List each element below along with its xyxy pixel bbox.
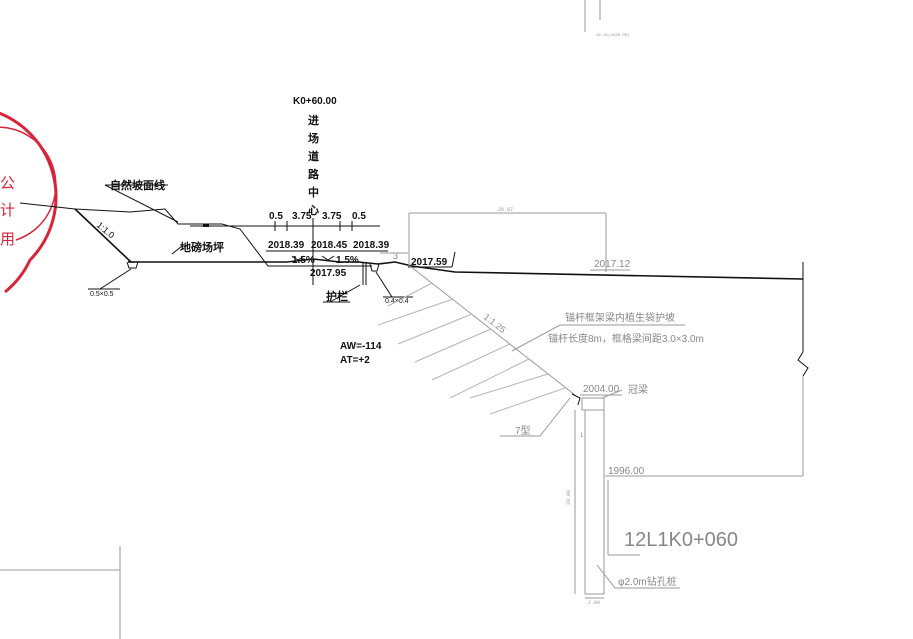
right-ditch xyxy=(369,263,380,272)
cap-beam xyxy=(581,397,605,411)
center-elevation: 2018.45 xyxy=(311,240,348,251)
stamp-char: 公 xyxy=(0,175,15,192)
shoulder-elevation: 2017.59 xyxy=(411,257,448,268)
anchor-frame-title: 锚杆框架梁内植生袋护坡 xyxy=(565,311,675,324)
type-leader xyxy=(500,397,571,437)
anchor-rod xyxy=(431,343,511,381)
official-stamp: 公 计 用 xyxy=(0,111,58,294)
crossfall-right: 1.5% xyxy=(336,255,359,266)
sheet-border-top: 48.45(2038.00) xyxy=(584,0,630,38)
natural-slope-label: 自然坡面线 xyxy=(110,178,165,192)
top-note: 48.45(2038.00) xyxy=(596,33,630,38)
pile-width-label: 2.00 xyxy=(588,600,600,606)
site-pad-label: 地磅场坪 xyxy=(180,240,224,254)
width-label: 3.75 xyxy=(292,211,312,222)
anchor-rod xyxy=(414,328,492,363)
ground-elevation: 2017.12 xyxy=(594,259,631,270)
road-surface xyxy=(270,258,379,265)
centerline-char: 进 xyxy=(308,113,319,127)
guardrail-leader xyxy=(329,284,361,303)
at-value: AT=+2 xyxy=(340,355,370,366)
anchor-rod xyxy=(387,282,433,307)
anchor-rod xyxy=(489,387,566,415)
svg-text:1: 1 xyxy=(580,433,584,439)
road-section: K0+60.00 进 场 道 路 中 心 0.5 3.75 3.75 0.5 2… xyxy=(190,96,413,366)
station-label: K0+60.00 xyxy=(293,96,337,107)
marker-3: 3 xyxy=(393,251,398,261)
pile-desc-leader xyxy=(596,564,680,589)
pile-id: 12L1K0+060 xyxy=(624,529,738,551)
width-label: 0.5 xyxy=(352,211,366,222)
aw-value: AW=-114 xyxy=(340,341,382,352)
anchor-rod xyxy=(377,298,454,326)
width-label: 0.5 xyxy=(269,211,283,222)
top-dimension-label: 20.97 xyxy=(498,207,513,213)
natural-slope-leader xyxy=(104,184,179,223)
left-ditch-leader xyxy=(99,268,132,290)
left-ditch-label: 0.5×0.5 xyxy=(90,291,114,298)
centerline-char: 路 xyxy=(308,167,320,181)
anchor-slope: 1:1.25 锚杆框架梁内植生袋护坡 锚杆长度8m，框格梁间距3.0×3.0m xyxy=(377,265,704,415)
type-label: 7型 xyxy=(515,424,531,437)
left-terrain: 自然坡面线 1:1.0 0.5×0.5 地磅场坪 xyxy=(19,178,320,298)
centerline-char: 中 xyxy=(308,185,319,199)
shoulder-line xyxy=(377,261,804,280)
width-label: 3.75 xyxy=(322,211,342,222)
edge-elevation-right: 2018.39 xyxy=(353,240,390,251)
bored-pile xyxy=(584,409,605,595)
centerline-char: 心 xyxy=(308,204,319,217)
anchor-frame-spec: 锚杆长度8m，框格梁间距3.0×3.0m xyxy=(548,332,704,345)
left-ditch xyxy=(126,261,139,269)
anchor-rod xyxy=(449,358,530,399)
stamp-char: 计 xyxy=(0,202,15,219)
pile-length-label: 20.00 xyxy=(566,490,572,505)
retaining-pile: 2004.00 冠梁 7型 20.00 1 2.00 1996.00 12L1K… xyxy=(500,383,738,606)
right-terrain: 3 2017.59 2017.12 20.97 xyxy=(377,207,809,477)
anchor-rod xyxy=(469,373,549,399)
centerline-char: 道 xyxy=(308,149,319,163)
guardrail-label: 护栏 xyxy=(326,289,348,303)
right-cut-slope xyxy=(409,265,576,396)
stamp-char: 用 xyxy=(0,231,15,248)
sheet-border-bottom xyxy=(0,546,121,639)
edge-elevation-left: 2018.39 xyxy=(268,240,305,251)
anchor-rod xyxy=(397,313,473,345)
pile-desc: φ2.0m钻孔桩 xyxy=(618,575,677,588)
natural-slope-line xyxy=(19,202,320,267)
centerline-char: 场 xyxy=(308,131,319,145)
left-cut-slope xyxy=(74,208,132,263)
cap-beam-label: 冠梁 xyxy=(628,383,648,396)
anchor-callout-leader xyxy=(511,324,685,352)
cap-elevation: 2004.00 xyxy=(583,384,620,395)
bottom-elevation: 2017.95 xyxy=(310,268,347,279)
crossfall-left: 1.5% xyxy=(292,255,315,266)
pile-bottom-elevation: 1996.00 xyxy=(608,466,645,477)
